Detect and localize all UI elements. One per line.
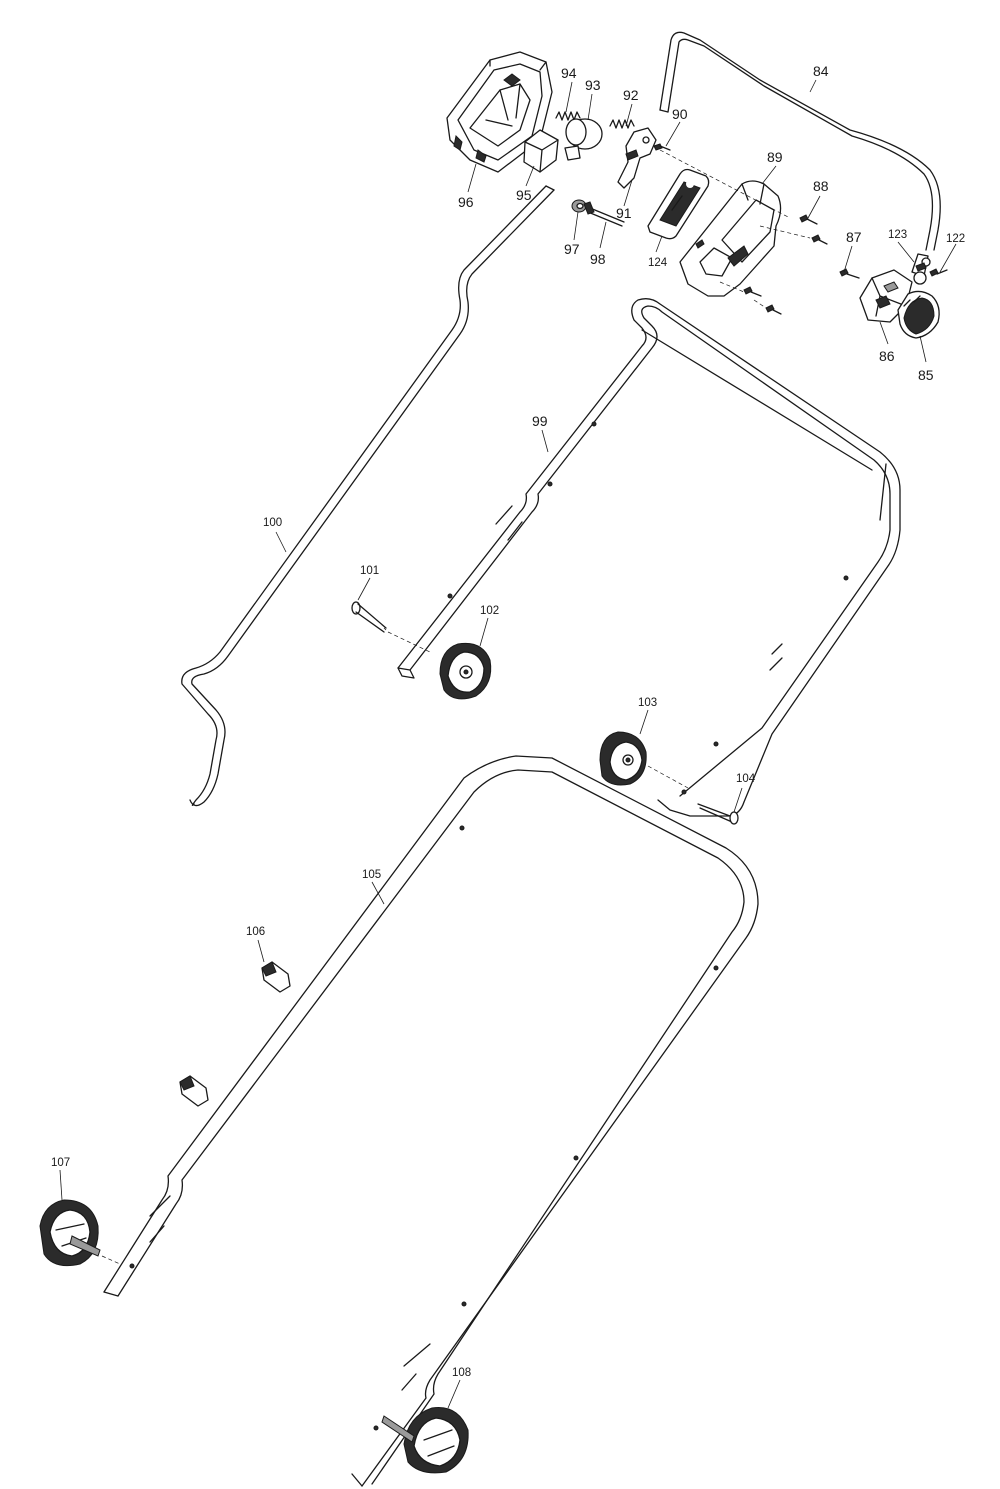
callout-108: 108 — [452, 1367, 471, 1379]
part-84-bail-lever[interactable] — [659, 31, 941, 251]
callout-99: 99 — [532, 413, 548, 429]
part-88-screw[interactable] — [799, 214, 818, 225]
part-92-spring[interactable] — [609, 119, 635, 129]
callout-92: 92 — [623, 87, 639, 103]
callout-106: 106 — [246, 926, 265, 938]
part-122-screw[interactable] — [929, 268, 948, 277]
part-100-cable-rod[interactable] — [181, 185, 555, 807]
callout-96: 96 — [458, 194, 474, 210]
callout-124: 124 — [648, 257, 668, 269]
callout-90: 90 — [672, 106, 688, 122]
part-85-knob[interactable] — [897, 290, 940, 339]
part-124-label-plate[interactable] — [647, 168, 710, 240]
callout-123: 123 — [888, 229, 907, 241]
callout-94: 94 — [561, 65, 577, 81]
screw-small-b[interactable] — [743, 286, 762, 297]
callout-104: 104 — [736, 773, 756, 785]
callout-86: 86 — [879, 348, 895, 364]
callout-107: 107 — [51, 1157, 70, 1169]
assembly-line — [659, 149, 791, 219]
part-123-link[interactable] — [911, 253, 931, 285]
screw-small-c[interactable] — [765, 304, 782, 315]
part-108-knob[interactable] — [381, 1406, 469, 1474]
part-105-lower-handle[interactable] — [103, 755, 759, 1487]
callout-101: 101 — [360, 565, 379, 577]
part-94-spring[interactable] — [555, 111, 581, 121]
part-99-upper-handle[interactable] — [397, 298, 901, 817]
callout-103: 103 — [638, 697, 657, 709]
part-90-screw[interactable] — [653, 143, 671, 151]
part-103-knob[interactable] — [599, 731, 647, 786]
assembly-line — [101, 1255, 121, 1265]
assembly-line — [719, 281, 767, 309]
part-95-block[interactable] — [523, 129, 559, 173]
leader-lines — [59, 79, 957, 1409]
callout-88: 88 — [813, 178, 829, 194]
assembly-line — [647, 765, 689, 789]
part-91-trigger[interactable] — [617, 127, 657, 189]
callout-87: 87 — [846, 229, 862, 245]
callout-102: 102 — [480, 605, 499, 617]
screw-small-a[interactable] — [811, 234, 828, 245]
part-101-bolt[interactable] — [351, 601, 387, 633]
part-97-nut[interactable] — [571, 199, 587, 213]
callout-95: 95 — [516, 187, 532, 203]
callout-91: 91 — [616, 205, 632, 221]
callout-105: 105 — [362, 869, 381, 881]
part-87-screw[interactable] — [839, 268, 860, 279]
callout-labels: 84 85 86 87 88 89 90 91 92 93 94 95 96 9… — [51, 63, 965, 1379]
part-89-handle-housing[interactable] — [679, 180, 782, 297]
part-106-clip[interactable] — [261, 961, 291, 993]
callout-97: 97 — [564, 241, 580, 257]
callout-84: 84 — [813, 63, 829, 79]
assembly-line — [387, 631, 431, 653]
part-98-bolt[interactable] — [583, 201, 625, 227]
callout-100: 100 — [263, 517, 282, 529]
clip-unlabeled[interactable] — [179, 1075, 209, 1107]
callout-98: 98 — [590, 251, 606, 267]
callout-93: 93 — [585, 77, 601, 93]
callout-85: 85 — [918, 367, 934, 383]
part-102-knob[interactable] — [439, 642, 492, 700]
callout-89: 89 — [767, 149, 783, 165]
callout-122: 122 — [946, 233, 965, 245]
part-104-bolt[interactable] — [697, 803, 739, 825]
part-107-knob[interactable] — [39, 1199, 101, 1267]
part-93-cylinder[interactable] — [564, 118, 603, 161]
assembly-line — [759, 225, 811, 239]
